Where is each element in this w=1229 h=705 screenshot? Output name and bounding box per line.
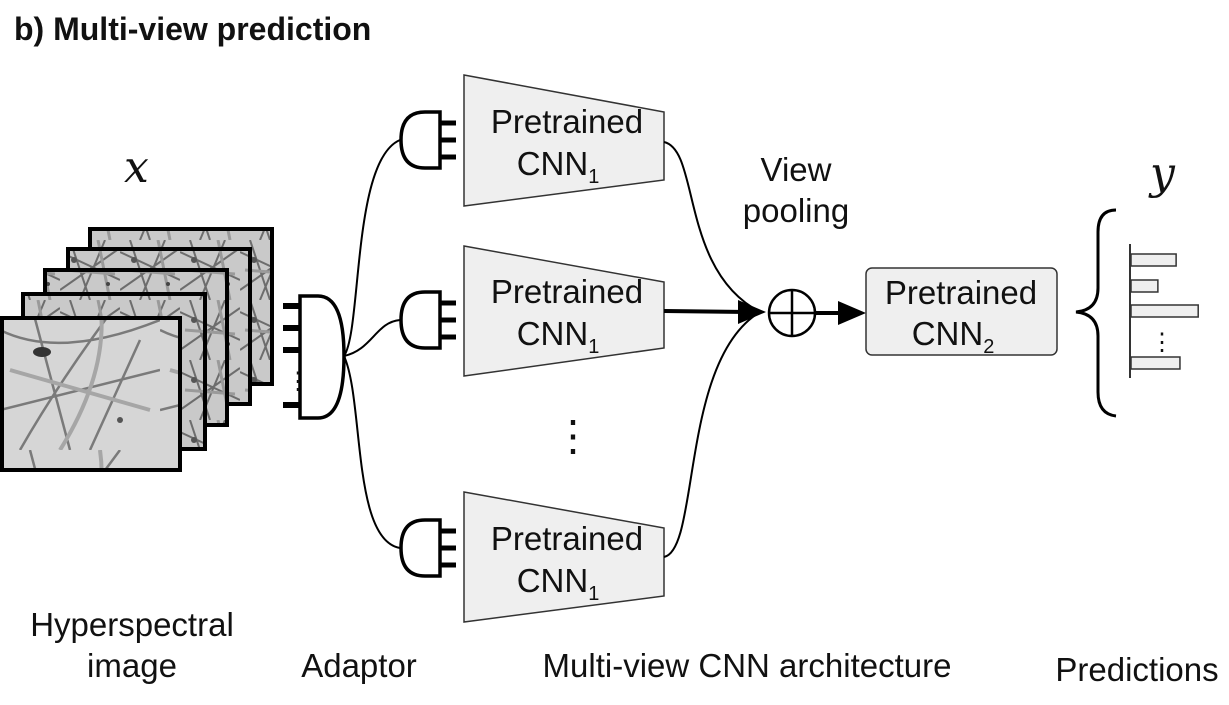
predictions-bar-chart: ⋮ [1129,244,1199,378]
output-brace [1075,208,1117,418]
input-symbol: x [124,142,149,193]
hyperspectral-image-stack [0,227,274,472]
prediction-bar [1130,304,1199,318]
cnn1-middle-line1: Pretrained [491,273,643,310]
cnn2-block: Pretrained CNN2 [865,267,1058,358]
caption-adaptor: Adaptor [301,647,417,684]
caption-predictions: Predictions [1055,651,1218,688]
adaptor-ellipsis: ⋮ [286,368,310,395]
cnn1-top-line1: Pretrained [491,103,643,140]
wire-cnn1-bottom-to-pooling [663,311,761,558]
wire-adaptor-to-cnn1-bottom [343,355,401,549]
predictions-ellipsis: ⋮ [1150,329,1174,356]
caption-hyperspectral-line2: image [87,647,177,684]
view-pooling-sum-icon [767,288,817,338]
input-adaptor: ⋮ [283,294,346,420]
cnn1-block-middle: Pretrained CNN1 [463,245,665,377]
cnn1-block-bottom: Pretrained CNN1 [463,491,665,623]
arrowhead-to-pooling [738,300,766,324]
prediction-bar [1130,279,1159,293]
output-symbol: y [1148,148,1176,199]
plug-connector-middle [399,290,456,350]
adaptor-body [298,294,346,420]
cnn1-bottom-line2: CNN1 [517,562,600,605]
cnn-ellipsis: ⋮ [552,412,594,459]
cnn1-bottom-line1: Pretrained [491,520,643,557]
figure-title: b) Multi-view prediction [14,11,371,47]
image-layer-1 [0,316,182,472]
view-pooling-line1: View [761,151,832,188]
caption-hyperspectral-line1: Hyperspectral [30,606,234,643]
wire-cnn1-top-to-pooling [663,141,761,313]
arrowhead-to-cnn2 [838,301,866,325]
wire-adaptor-to-cnn1-top [343,139,401,357]
wire-adaptor-to-cnn1-middle [343,319,401,357]
caption-architecture: Multi-view CNN architecture [543,647,952,684]
plug-connector-bottom [399,518,456,578]
cnn2-line2: CNN2 [912,315,995,358]
cnn1-block-top: Pretrained CNN1 [463,74,665,207]
plug-connector-top [399,110,456,170]
prediction-bar [1130,253,1177,267]
cnn2-line1: Pretrained [885,274,1037,311]
cnn1-top-line2: CNN1 [517,145,600,188]
view-pooling-line2: pooling [743,192,849,229]
cnn1-middle-line2: CNN1 [517,315,600,358]
prediction-bar [1130,356,1181,370]
wire-cnn1-middle-to-pooling [663,309,749,314]
